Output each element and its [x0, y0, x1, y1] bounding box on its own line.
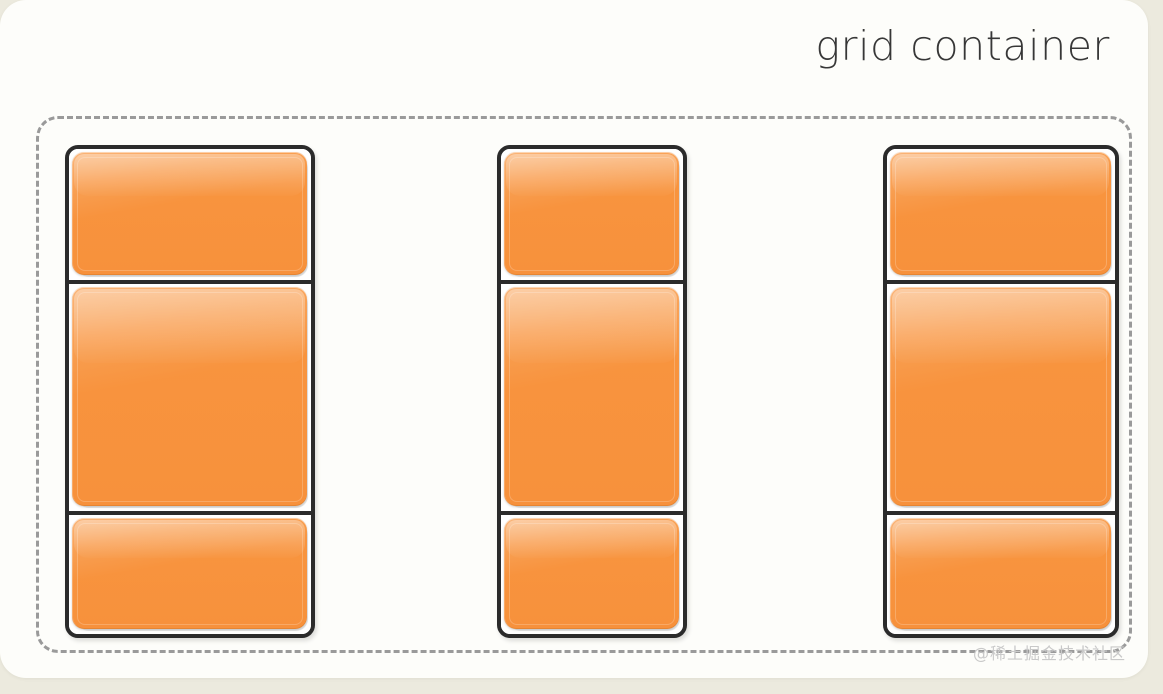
- grid-item-3-3[interactable]: [890, 518, 1111, 629]
- grid-cell-3-2: [887, 280, 1115, 511]
- grid-cell-3-1: [887, 149, 1115, 280]
- grid-cell-1-2: [69, 280, 311, 511]
- grid-item-1-2[interactable]: [72, 287, 307, 506]
- grid-item-3-2[interactable]: [890, 287, 1111, 506]
- grid-cell-2-2: [501, 280, 683, 511]
- page-title: grid container: [815, 22, 1110, 70]
- grid-cell-1-1: [69, 149, 311, 280]
- grid-cell-2-3: [501, 511, 683, 634]
- grid-cell-1-3: [69, 511, 311, 634]
- content-card: grid container: [0, 0, 1148, 678]
- grid-cell-3-3: [887, 511, 1115, 634]
- grid-column-3: [883, 145, 1119, 638]
- grid-item-3-1[interactable]: [890, 152, 1111, 275]
- grid-item-2-2[interactable]: [504, 287, 679, 506]
- grid-column-2: [497, 145, 687, 638]
- grid-item-1-1[interactable]: [72, 152, 307, 275]
- watermark: @稀土掘金技术社区: [972, 644, 1126, 663]
- grid-item-2-3[interactable]: [504, 518, 679, 629]
- grid-item-1-3[interactable]: [72, 518, 307, 629]
- grid-item-2-1[interactable]: [504, 152, 679, 275]
- grid-container: [36, 116, 1132, 653]
- grid-column-1: [65, 145, 315, 638]
- grid-cell-2-1: [501, 149, 683, 280]
